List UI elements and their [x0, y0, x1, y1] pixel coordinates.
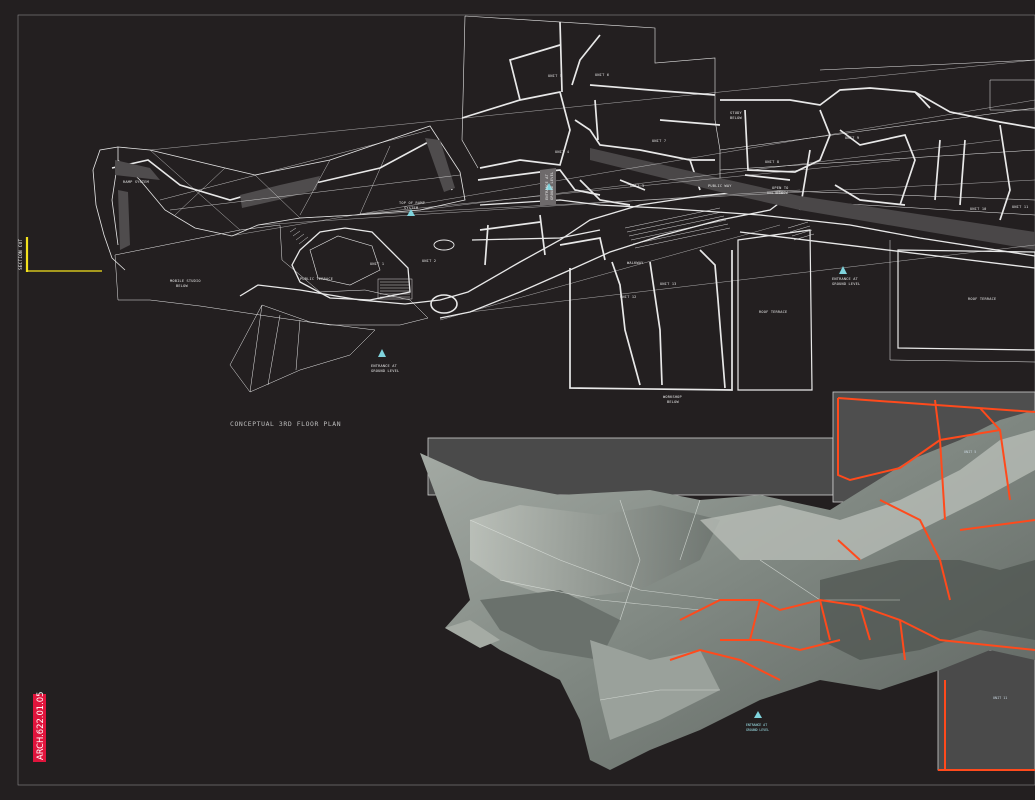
label-unit-7: UNIT 7: [652, 139, 666, 143]
render-label-entrance: ENTRANCE AT: [746, 723, 767, 727]
render-panel-bottom-right: [937, 649, 1035, 771]
plan-title: CONCEPTUAL 3RD FLOOR PLAN: [230, 420, 341, 428]
label-entrance-2b: GROUND LEVEL: [832, 282, 860, 286]
sheet-border: [17, 14, 1035, 786]
label-roof-terrace-1: ROOF TERRACE: [759, 310, 787, 314]
curved-walk: [239, 189, 792, 319]
render-label-unit-a: UNIT 5: [964, 450, 976, 454]
entrance-triangle-2: [839, 266, 847, 274]
label-entrance-3: ENTRANCE AT: [545, 173, 549, 200]
render-entrance-triangle: [754, 711, 762, 718]
unit-block-right: [720, 87, 1035, 221]
label-unit-4: UNIT 4: [555, 150, 569, 154]
label-unit-12: UNIT 12: [620, 295, 637, 299]
model-mass-shadow: [820, 560, 1035, 660]
corridor-band: [590, 148, 1035, 250]
stair-3: [624, 207, 731, 249]
corridor-lines: [471, 199, 1035, 269]
unit-walls-mid: [477, 169, 606, 266]
stair-4: [787, 221, 815, 241]
label-workshop-below: BELOW: [667, 400, 679, 404]
label-unit-5: UNIT 5: [548, 74, 562, 78]
label-study: STUDY: [730, 111, 742, 115]
entrance-triangle-4: [545, 183, 553, 190]
label-unit-11: UNIT 11: [1012, 205, 1029, 209]
entrance-triangle-1: [378, 349, 386, 357]
label-unit-13: UNIT 13: [660, 282, 677, 286]
stair-1: [377, 278, 413, 300]
model-fold-lines: [469, 499, 900, 701]
unit-block-lower: [569, 249, 733, 391]
label-top-of-ramp-system: SYSTEM: [404, 206, 419, 210]
label-open-to-below: BELOW: [776, 191, 788, 195]
ramp-diagonals: [149, 129, 461, 231]
model-mass-fold-3: [700, 430, 1035, 560]
model-mass-spike: [445, 620, 500, 648]
label-entrance-1: ENTRANCE AT: [371, 364, 398, 368]
plan-labels: RAMP SYSTEM MOBILE STUDIO BELOW TOP OF R…: [123, 73, 1029, 404]
drum-shape-2: [433, 239, 455, 251]
floor-plan: [92, 15, 1035, 393]
mobile-studio-outline: [114, 224, 429, 326]
roof-terrace-2: [897, 249, 1035, 351]
render-label-unit-b: UNIT 11: [993, 696, 1007, 700]
label-top-of-ramp: TOP OF RAMP: [399, 201, 425, 205]
render-label-entrance-b: GROUND LEVEL: [746, 728, 769, 732]
model-mass-highlight: [470, 505, 720, 600]
label-unit-6: UNIT 6: [595, 73, 609, 77]
label-unit-14: UNIT 14: [767, 191, 784, 195]
label-unit-2: UNIT 2: [422, 259, 436, 263]
label-roof-terrace-2: ROOF TERRACE: [968, 297, 996, 301]
ramp-outline-outer: [117, 125, 466, 237]
unit-block-right-thin: [719, 59, 1035, 216]
model-mass-fold-1: [480, 590, 620, 660]
label-unit-3: UNIT 3: [630, 184, 644, 188]
label-workshop: WORKSHOP: [663, 395, 682, 399]
label-mobile-studio: MOBILE STUDIO: [170, 279, 201, 283]
label-public-way: PUBLIC WAY: [708, 184, 732, 188]
terrace-wedge: [229, 304, 376, 393]
entrance-triangle-3: [407, 209, 415, 216]
label-unit-1: UNIT 1: [370, 262, 384, 266]
label-open-to: OPEN TO: [772, 186, 789, 190]
label-study-below: BELOW: [730, 116, 742, 120]
roof-terrace-2-edge: [889, 240, 1035, 363]
label-entrance-2: ENTRANCE AT: [832, 277, 859, 281]
label-entrance-3b: GROUND LEVEL: [550, 172, 554, 200]
stair-2: [289, 227, 313, 249]
sheet-number: ARCH.622.01.05: [35, 692, 45, 760]
perspective-lines: [149, 59, 1035, 321]
central-void-inner: [309, 235, 381, 286]
label-entrance-1b: GROUND LEVEL: [371, 369, 399, 373]
label-unit-8: UNIT 8: [765, 160, 779, 164]
model-render: UNIT 5 UNIT 11 ENTRANCE AT GROUND LEVEL: [420, 391, 1035, 771]
roof-terrace-1: [737, 229, 813, 391]
render-red-outline: [669, 397, 1035, 771]
model-mass-fold-2: [590, 640, 720, 740]
label-unit-9: UNIT 9: [845, 136, 859, 140]
label-unit-10: UNIT 10: [970, 207, 987, 211]
sheet-tag-box: [33, 694, 46, 762]
ramp-band: [115, 138, 455, 250]
label-walkway: WALKWAY: [627, 261, 644, 265]
label-mobile-studio-below: BELOW: [176, 284, 188, 288]
central-void: [291, 227, 411, 301]
drum-shape: [430, 294, 458, 314]
label-ramp-system: RAMP SYSTEM: [123, 180, 150, 184]
label-public-terrace: PUBLIC TERRACE: [300, 277, 333, 281]
section-cut-label: SECTION CUT: [18, 239, 24, 270]
